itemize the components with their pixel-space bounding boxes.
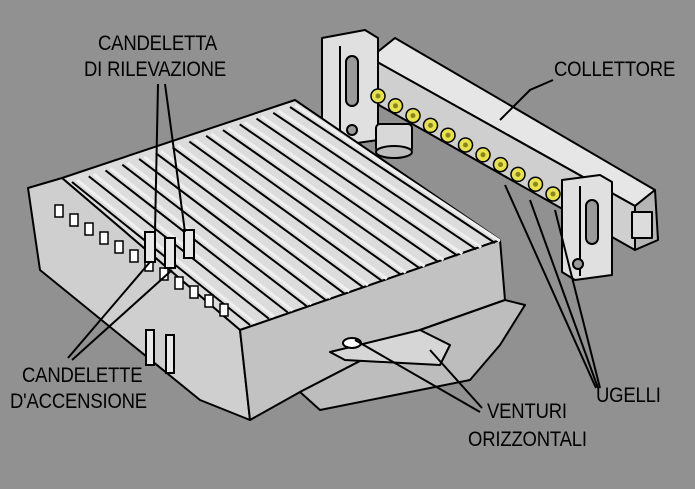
nozzle [405, 107, 421, 124]
ignition-electrodes [144, 229, 195, 374]
burner-strip [138, 155, 332, 301]
side-slot [219, 303, 229, 317]
burner-strip [222, 126, 426, 270]
nozzle [545, 186, 561, 202]
nozzle [510, 166, 526, 183]
manifold [321, 29, 659, 281]
side-slot [114, 240, 124, 254]
label-manifold: COLLETTORE [554, 58, 676, 81]
side-slot [54, 204, 64, 218]
nozzle-row [370, 88, 561, 202]
burner-strip [155, 149, 351, 295]
nozzle [457, 137, 474, 153]
label-detection-line1: CANDELETTA [98, 32, 218, 55]
burner-strip [205, 132, 407, 276]
burner-strip [104, 167, 294, 314]
side-slot [189, 285, 199, 299]
label-detection-line2: DI RILEVAZIONE [84, 58, 226, 81]
side-slot [99, 231, 109, 245]
label-ignition-line1: CANDELETTE [22, 364, 143, 387]
burner-strip [121, 161, 313, 307]
side-slot [129, 249, 139, 263]
burner-strip [255, 115, 464, 257]
side-slot [174, 276, 184, 290]
nozzle [370, 88, 386, 104]
label-venturi-line1: VENTURI [487, 400, 567, 423]
burner-strip [239, 121, 445, 263]
nozzle [422, 117, 439, 134]
burner-strip [289, 103, 501, 244]
label-venturi-line2: ORIZZONTALI [468, 428, 587, 451]
burner-strip [272, 109, 482, 251]
nozzle [387, 98, 404, 114]
side-slots [54, 204, 229, 317]
nozzle [492, 156, 509, 173]
leader-lines [67, 79, 601, 413]
side-slot [69, 213, 79, 227]
burner-strip [172, 144, 369, 288]
side-slot [204, 294, 214, 308]
nozzle [475, 147, 491, 163]
side-slot [84, 222, 94, 236]
nozzle [440, 127, 456, 143]
nozzle [527, 176, 544, 192]
burner-strip [188, 138, 388, 282]
label-nozzles: UGELLI [596, 384, 661, 407]
label-ignition-line2: D'ACCENSIONE [10, 390, 147, 413]
